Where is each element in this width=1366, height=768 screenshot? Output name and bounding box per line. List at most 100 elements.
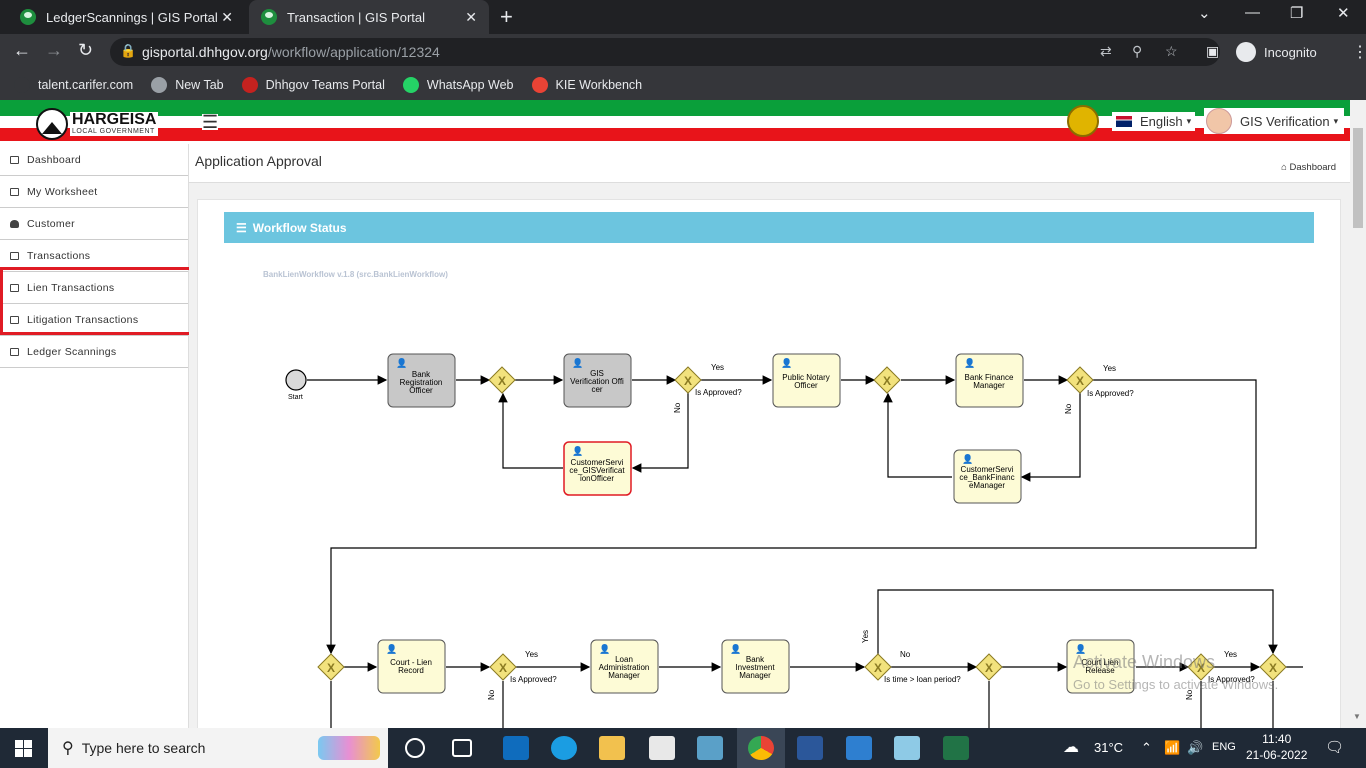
reload-icon[interactable]: ↻ [78,40,94,60]
minimize-icon[interactable]: — [1245,4,1260,21]
sidebar-item-litigation-transactions[interactable]: Litigation Transactions [0,304,188,336]
task-bank-registration-officer[interactable]: 👤 Bank Registration Officer [387,353,456,408]
start-event[interactable] [285,369,307,391]
list-icon: ☰ [236,220,247,235]
translate-icon[interactable]: ⇄ [1100,43,1112,59]
store-icon[interactable] [649,736,675,760]
gateway-merge-2[interactable]: X [873,366,901,394]
task-bank-investment-manager[interactable]: 👤 Bank Investment Manager [721,639,790,694]
edge-label-is-approved: Is Approved? [695,388,742,397]
task-gis-verification-officer[interactable]: 👤 GIS Verification Offi cer [563,353,632,408]
gateway-approval-2[interactable]: X [1066,366,1094,394]
svg-text:X: X [499,661,507,675]
gateway-merge-5[interactable]: X [1259,653,1287,681]
incognito-indicator[interactable]: Incognito [1236,42,1317,62]
breadcrumb[interactable]: ⌂ Dashboard [1281,162,1336,173]
sidebar-item-ledger-scannings[interactable]: Ledger Scannings [0,336,188,368]
scroll-down-icon[interactable]: ▼ [1353,712,1361,721]
tab-search-chevron-icon[interactable]: ⌄ [1198,5,1211,22]
excel-icon[interactable] [943,736,969,760]
gateway-merge-1[interactable]: X [488,366,516,394]
restore-icon[interactable]: ❐ [1290,5,1304,22]
caret-down-icon: ▾ [1333,115,1339,126]
sidebar-item-dashboard[interactable]: Dashboard [0,144,188,176]
gateway-merge-4[interactable]: X [975,653,1003,681]
task-customerservice-bankfinancemanager[interactable]: 👤 CustomerServi ce_BankFinanc eManager [953,449,1022,504]
user-menu[interactable]: GIS Verification ▾ [1204,108,1345,134]
bookmark-whatsapp[interactable]: WhatsApp Web [402,77,514,93]
network-icon[interactable]: 📶 [1164,740,1181,755]
app-icon[interactable] [697,736,723,760]
gateway-time-check[interactable]: X [864,653,892,681]
task-customerservice-gisverificationofficer[interactable]: 👤 CustomerServi ce_GISVerificat ionOffic… [563,441,632,496]
user-task-icon: 👤 [396,357,407,368]
task-bank-finance-manager[interactable]: 👤 Bank Finance Manager [955,353,1024,408]
word-icon[interactable] [797,736,823,760]
task-public-notary-officer[interactable]: 👤 Public Notary Officer [772,353,841,408]
side-panel-icon[interactable]: ▣ [1206,43,1220,59]
bookmark-new-tab[interactable]: New Tab [151,77,224,93]
scrollbar-thumb[interactable] [1353,128,1363,228]
sidebar-icon [10,347,19,356]
task-court-lien-record[interactable]: 👤 Court - Lien Record [377,639,446,694]
task-label-line: CustomerServi [571,458,624,467]
svg-text:X: X [883,374,891,388]
photos-icon[interactable] [846,736,872,760]
input-language[interactable]: ENG [1212,741,1236,753]
mail-icon[interactable] [503,736,529,760]
back-arrow-icon[interactable]: ← [13,40,31,60]
task-court-lien-release[interactable]: 👤 Court Lien Release [1066,639,1135,694]
bookmark-star-icon[interactable]: ☆ [1165,43,1178,59]
tab-ledger-scannings[interactable]: LedgerScannings | GIS Portal ✕ [8,0,245,34]
language-dropdown[interactable]: English ▾ [1112,112,1196,131]
forward-arrow-icon[interactable]: → [45,40,63,60]
zoom-icon[interactable]: ⚲ [1132,43,1143,59]
notifications-icon[interactable]: 🗨 [1325,739,1345,756]
user-task-icon: 👤 [781,357,792,368]
gateway-approval-3[interactable]: X [489,653,517,681]
user-task-icon: 👤 [962,453,973,464]
menu-toggle-icon[interactable]: ☰ [202,112,219,132]
bookmark-kie[interactable]: KIE Workbench [531,77,642,93]
gateway-approval-4[interactable]: X [1187,653,1215,681]
sidebar-item-my-worksheet[interactable]: My Worksheet [0,176,188,208]
paint-icon[interactable] [894,736,920,760]
close-icon[interactable]: ✕ [221,8,233,25]
windows-start-icon[interactable] [15,740,32,757]
sidebar-item-transactions[interactable]: Transactions [0,240,188,272]
taskbar-search-box[interactable]: ⚲ Type here to search [48,728,388,768]
task-loan-administration-manager[interactable]: 👤 Loan Administration Manager [590,639,659,694]
browser-menu-icon[interactable]: ⋮ [1352,44,1366,61]
bookmark-teams-portal[interactable]: Dhhgov Teams Portal [241,77,385,93]
workflow-edges-continued [330,666,1303,728]
address-bar[interactable]: 🔒 gisportal.dhhgov.org/workflow/applicat… [110,38,1220,66]
svg-text:X: X [684,374,692,388]
edge-label-yes: Yes [861,630,870,643]
activate-windows-watermark: Activate Windows [1073,652,1216,672]
cortana-icon[interactable] [405,738,425,758]
gateway-merge-3[interactable]: X [317,653,345,681]
page-scrollbar[interactable]: ▼ [1350,100,1366,728]
tray-chevron-icon[interactable]: ⌃ [1141,740,1152,755]
close-icon[interactable]: ✕ [465,8,477,25]
edge-icon[interactable] [551,736,577,760]
volume-icon[interactable]: 🔊 [1187,740,1204,755]
temperature[interactable]: 31°C [1094,740,1124,755]
file-explorer-icon[interactable] [599,736,625,760]
sidebar-icon [10,155,19,164]
weather-icon[interactable]: ☁ [1063,739,1079,756]
window-close-icon[interactable]: ✕ [1337,5,1350,22]
sidebar-item-customer[interactable]: Customer [0,208,188,240]
hargeisa-logo[interactable]: HARGEISA LOCAL GOVERNMENT [36,108,159,140]
sidebar-item-lien-transactions[interactable]: Lien Transactions [0,272,188,304]
tab-transaction[interactable]: Transaction | GIS Portal ✕ [249,0,489,34]
edge-label-no: No [1185,689,1194,700]
task-view-icon[interactable] [452,739,472,757]
svg-text:X: X [985,661,993,675]
taskbar-clock[interactable]: 11:40 21-06-2022 [1246,732,1308,762]
bookmark-talent[interactable]: talent.carifer.com [14,77,133,93]
gateway-approval-1[interactable]: X [674,366,702,394]
chrome-icon[interactable] [748,736,774,760]
new-tab-plus-icon[interactable]: + [500,4,513,29]
task-label-line: Verification Offi [570,377,624,386]
